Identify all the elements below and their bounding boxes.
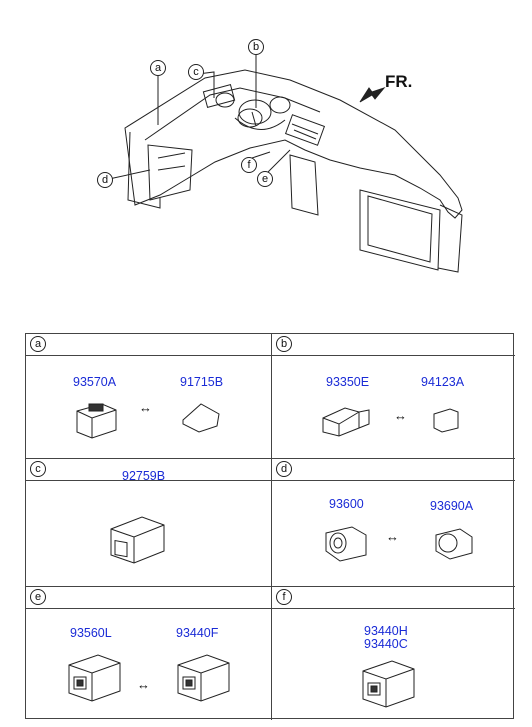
section-letter: b [276,336,292,352]
interchangeable-arrow: ↔ [137,677,150,692]
callout-c: c [188,64,204,80]
callout-d: d [97,172,113,188]
interchangeable-arrow: ↔ [394,408,407,423]
part-number: 93560L [70,626,112,640]
dashboard-overview-diagram [108,54,463,273]
front-direction-label: FR. [385,72,413,91]
section-header: c [26,459,271,481]
part-number: 91715B [180,375,224,389]
section-f: f 93440H 93440C [272,587,515,720]
interchangeable-arrow: ↔ [386,529,399,544]
section-c: c 92759B [26,459,272,587]
switch-part-icon [362,660,415,708]
section-letter: e [30,589,46,605]
section-header: a [26,334,271,356]
section-e: e 93560L 93440F ↔ [26,587,272,720]
lighter-ring-icon [435,528,473,560]
section-header: f [272,587,515,609]
socket-part-icon [322,407,370,437]
interchangeable-arrow: ↔ [139,400,152,415]
blank-switch-icon [110,516,165,564]
part-number: 92759B [122,469,166,483]
part-number: 93690A [430,499,474,513]
blank-cover-icon [182,403,220,433]
section-header: d [272,459,515,481]
part-number: 93600 [329,497,364,511]
part-number: 94123A [421,375,465,389]
section-letter: d [276,461,292,477]
section-header: b [272,334,515,356]
section-letter: a [30,336,46,352]
section-header: e [26,587,271,609]
section-a: a 93570A 91715B ↔ [26,334,272,459]
switch-part-icon [68,654,121,702]
part-number: 93440C [364,637,408,651]
part-number: 93440F [176,626,219,640]
lighter-part-icon [325,526,367,562]
socket-cap-icon [433,408,459,433]
callout-f: f [241,157,257,173]
section-b: b 93350E 94123A ↔ [272,334,515,459]
part-number: 93440H [364,624,408,638]
part-number: 93570A [73,375,117,389]
callout-b: b [248,39,264,55]
section-letter: f [276,589,292,605]
switch-part-icon [76,403,117,439]
callout-e: e [257,171,273,187]
callout-a: a [150,60,166,76]
part-number: 93350E [326,375,370,389]
parts-grid: a 93570A 91715B ↔ b 93350E 94123A ↔ c 92… [25,333,515,720]
switch-part-icon [177,654,230,702]
section-letter: c [30,461,46,477]
section-d: d 93600 93690A ↔ [272,459,515,587]
